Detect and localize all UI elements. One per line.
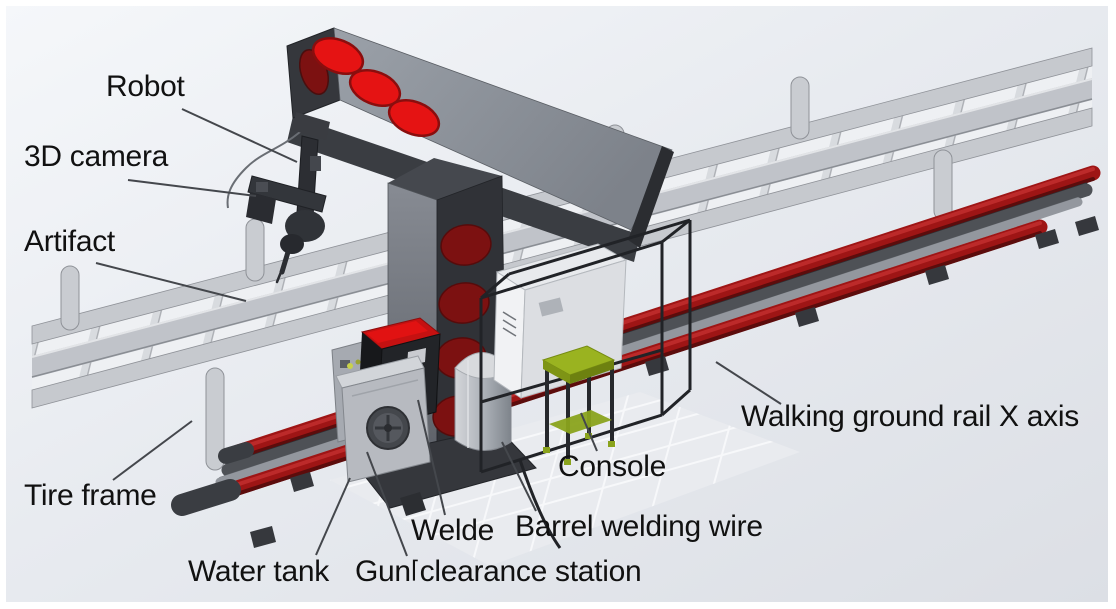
label-robot: Robot: [106, 70, 185, 103]
label-gun-post: clearance station: [419, 555, 642, 588]
leader-robot: [181, 108, 298, 163]
leader-welder: [417, 399, 446, 516]
label-welder: Welde: [411, 514, 494, 547]
leader-water-tank: [315, 477, 351, 556]
label-gun-mark: ⌈: [410, 556, 420, 583]
label-walking-ground-rail: Walking ground rail X axis: [741, 400, 1079, 433]
camera-unit: [246, 182, 276, 224]
leader-tire-frame: [112, 420, 193, 481]
leader-artifact: [95, 262, 247, 302]
safety-cage: [479, 218, 692, 549]
console-cart: [541, 345, 616, 465]
leader-barrel: [501, 441, 537, 512]
leader-lines: [95, 108, 782, 557]
beacon-lights: [311, 37, 441, 137]
leader-console: [580, 412, 598, 452]
label-water-tank: Water tank: [188, 555, 329, 588]
leader-gun-station: [366, 451, 408, 557]
water-tank: [335, 355, 431, 483]
label-gun-pre: Gun: [355, 555, 411, 588]
leader-ground-rail: [715, 361, 782, 405]
label-3d-camera: 3D camera: [24, 140, 169, 173]
label-barrel-welding-wire: Barrel welding wire: [515, 510, 763, 543]
robot-arm: [226, 112, 330, 284]
label-gun-clearance-station: Gun⌈clearance station: [355, 555, 642, 588]
label-console: Console: [558, 450, 666, 483]
gantry-beam: [286, 27, 674, 262]
label-tire-frame: Tire frame: [24, 479, 157, 512]
leader-camera: [127, 179, 257, 197]
label-artifact: Artifact: [24, 225, 115, 258]
